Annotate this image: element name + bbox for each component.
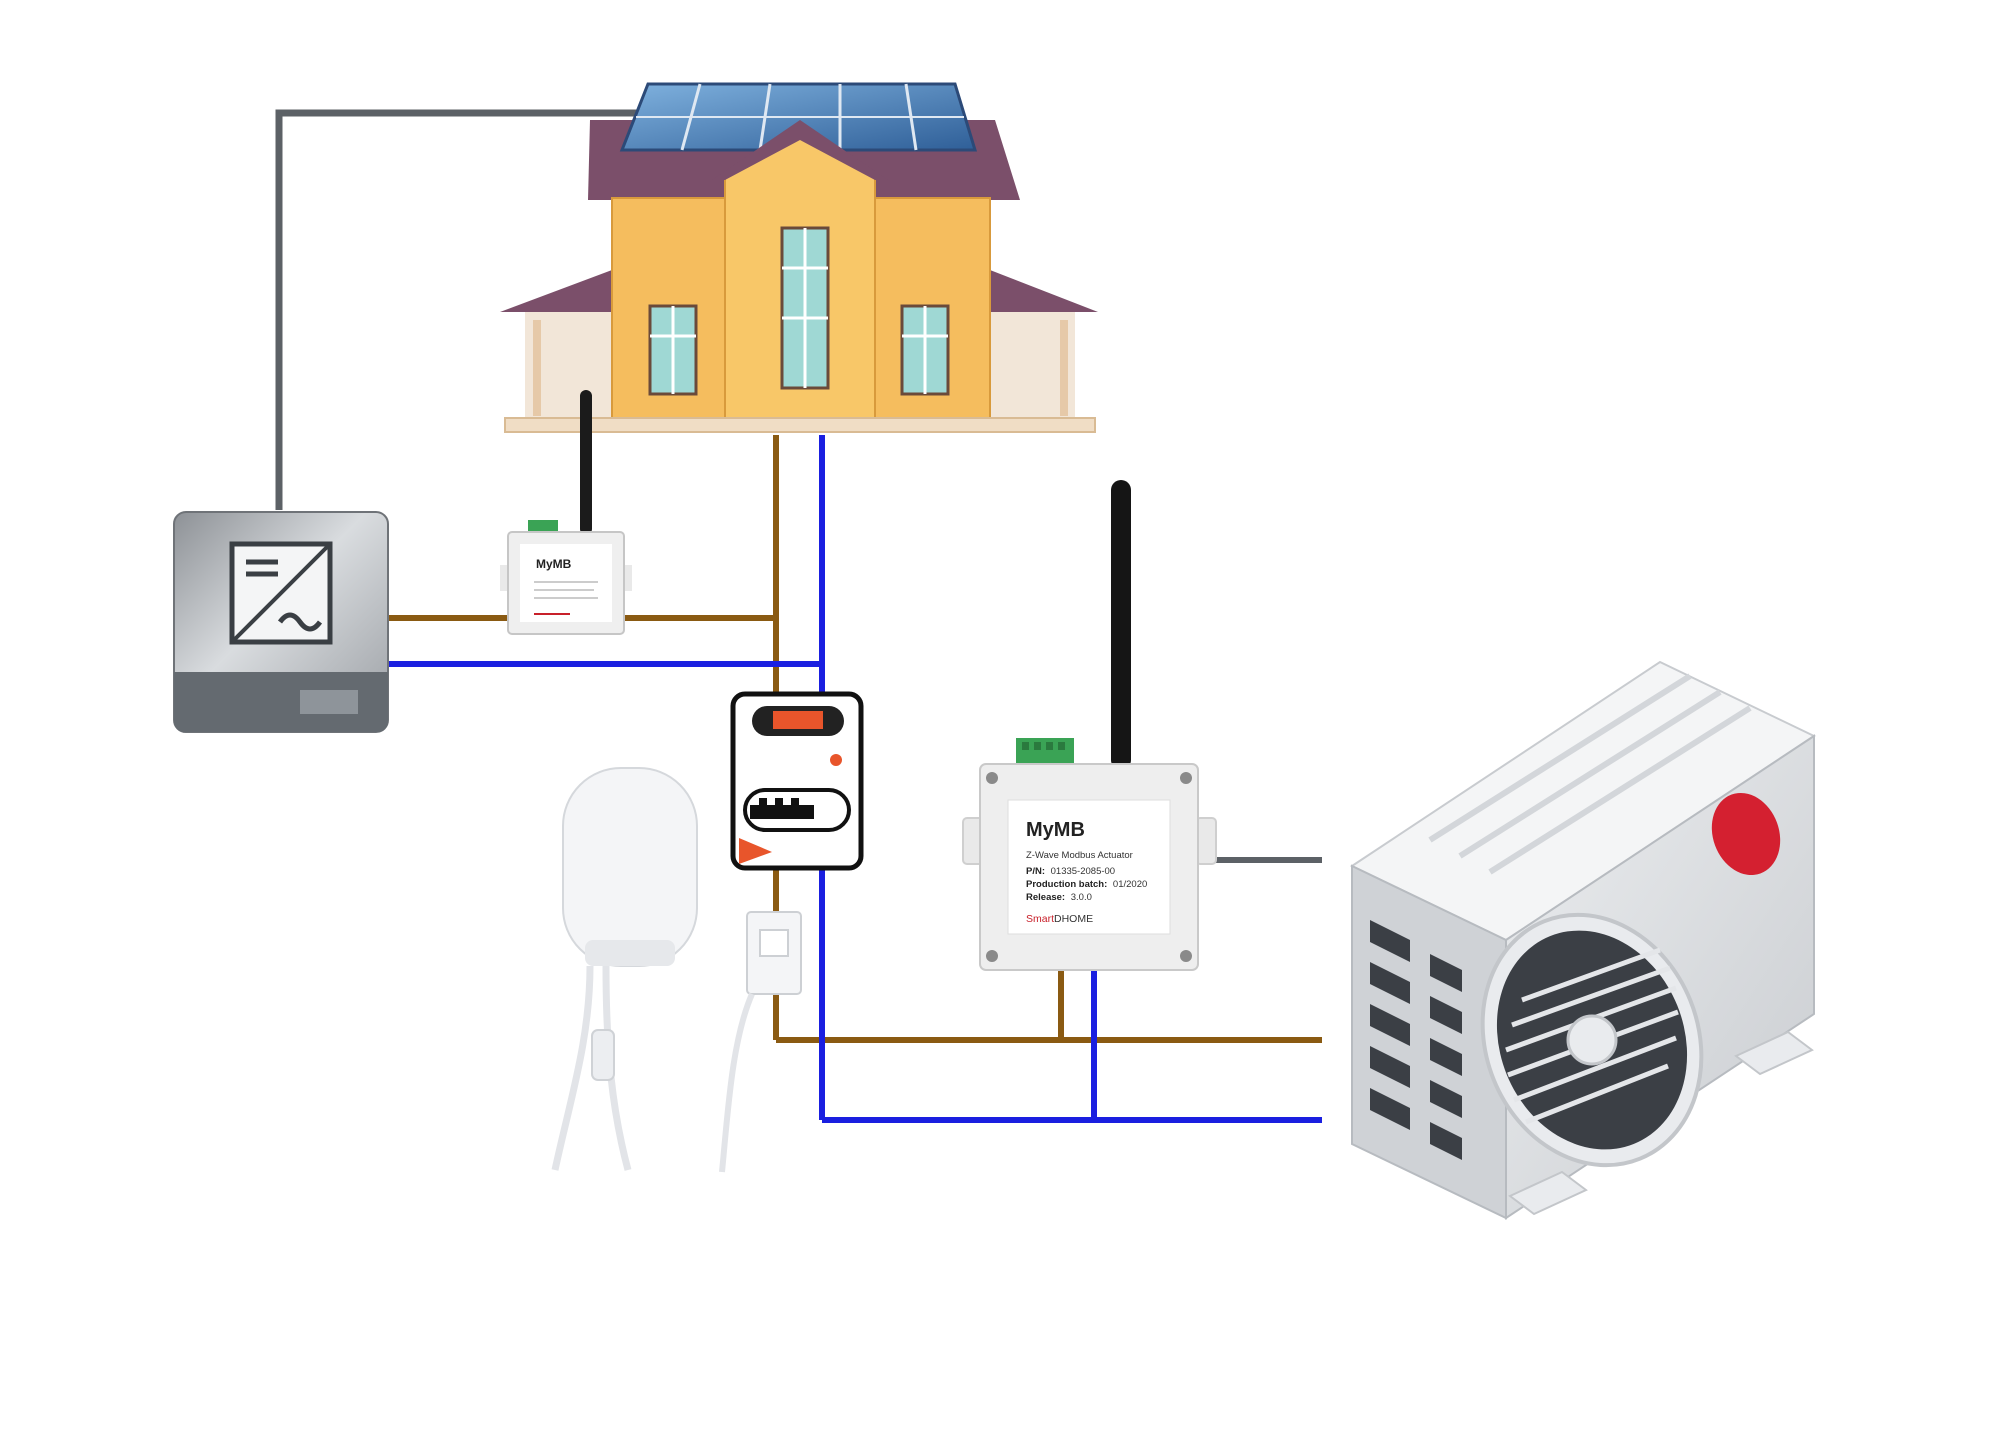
large-modbus-actuator: MyMB Z-Wave Modbus Actuator P/N: 01335-2… bbox=[962, 480, 1217, 971]
ac-side-vents bbox=[1370, 920, 1462, 1160]
large-actuator-brand: SmartDHOME bbox=[1026, 913, 1093, 925]
solar-panels-icon bbox=[619, 82, 978, 152]
small-actuator-title: MyMB bbox=[536, 557, 572, 571]
batch-value: 01/2020 bbox=[1113, 879, 1147, 890]
zwave-gateway-icon bbox=[551, 767, 698, 1171]
batch-label: Production batch: bbox=[1026, 879, 1107, 890]
house-windows bbox=[648, 226, 950, 396]
air-conditioner-outdoor-unit-icon bbox=[1349, 660, 1817, 1220]
energy-meter-icon bbox=[730, 691, 864, 871]
large-actuator-pn-line: P/N: 01335-2085-00 bbox=[1026, 866, 1115, 877]
large-actuator-batch-line: Production batch: 01/2020 bbox=[1026, 879, 1147, 890]
brand-prefix: Smart bbox=[1026, 913, 1054, 925]
release-label: Release: bbox=[1026, 892, 1065, 903]
gray-wire-inverter-to-panels bbox=[275, 109, 640, 510]
large-actuator-release-line: Release: 3.0.0 bbox=[1026, 892, 1092, 903]
current-clamp-sensor-icon bbox=[719, 911, 802, 1173]
ac-logo bbox=[1711, 792, 1781, 876]
solar-inverter-icon bbox=[173, 511, 389, 733]
large-actuator-title: MyMB bbox=[1026, 819, 1085, 841]
house-with-solar-panels-icon bbox=[500, 82, 1098, 433]
large-actuator-subtitle: Z-Wave Modbus Actuator bbox=[1026, 850, 1133, 861]
pn-value: 01335-2085-00 bbox=[1051, 866, 1115, 877]
release-value: 3.0.0 bbox=[1071, 892, 1092, 903]
brand-suffix: DHOME bbox=[1054, 913, 1093, 925]
pn-label: P/N: bbox=[1026, 866, 1045, 877]
small-modbus-actuator: MyMB bbox=[500, 390, 632, 635]
